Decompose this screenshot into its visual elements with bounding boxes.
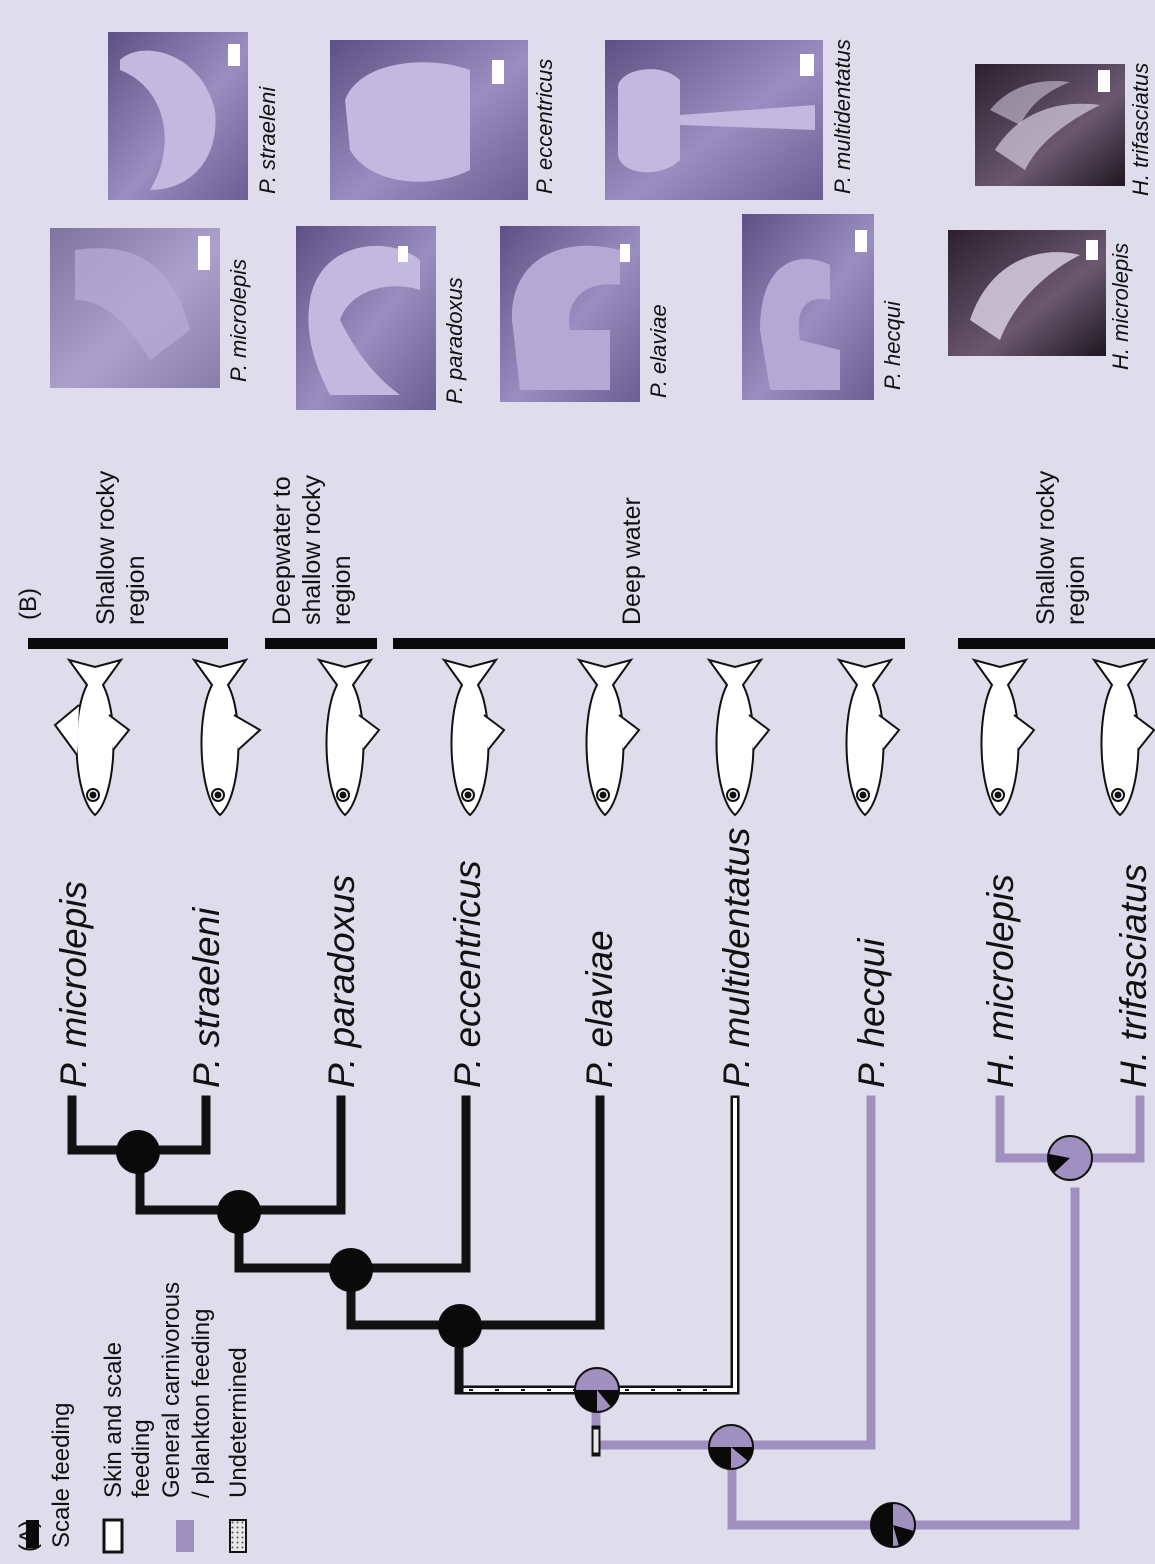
tooth-caption: P. hecqui: [880, 300, 905, 390]
node-pie-scale-2: [217, 1190, 261, 1234]
node-pie-scale-3: [329, 1248, 373, 1292]
branch-paradoxus: [239, 1100, 341, 1210]
habitat-bar: [265, 638, 377, 649]
fish-icon: [55, 660, 129, 815]
species-label: P. multidentatus: [716, 827, 757, 1088]
species-label: H. trifasciatus: [1113, 864, 1154, 1088]
legend-swatch-scale: [26, 1520, 39, 1548]
legend: Scale feeding Skin and scale feeding Gen…: [26, 1282, 252, 1552]
habitat-label: region: [122, 556, 150, 626]
tooth-photo-h-trifasciatus: [975, 64, 1125, 186]
branch-eccentricus: [351, 1100, 466, 1268]
species-label: P. straeleni: [186, 906, 227, 1088]
fish-icon: [974, 660, 1034, 815]
branch-node2: [732, 1445, 893, 1525]
legend-label-skin-2: feeding: [128, 1419, 155, 1498]
habitat-bar: [28, 638, 228, 649]
fish-icon: [839, 660, 899, 815]
habitat-labels: Shallow rocky region Deepwater to shallo…: [92, 470, 1090, 625]
node-pie-scale-1: [116, 1130, 160, 1174]
species-label: H. microlepis: [980, 874, 1021, 1088]
tooth-photo-h-microlepis: [948, 230, 1106, 356]
tooth-photo-p-hecqui: [742, 214, 874, 400]
fish-icon: [319, 660, 379, 815]
tooth-photo-p-multidentatus: [605, 40, 823, 200]
habitat-bar: [958, 638, 1155, 649]
fish-illustrations: [55, 660, 1154, 815]
tooth-caption: H. microlepis: [1108, 243, 1133, 370]
legend-label-skin-1: Skin and scale: [100, 1342, 127, 1498]
fish-icon: [1094, 660, 1154, 815]
tooth-photo-p-straeleni: [108, 32, 248, 200]
tooth-caption: P. eccentricus: [532, 59, 557, 194]
tooth-caption: H. trifasciatus: [1128, 63, 1153, 196]
habitat-label: shallow rocky: [298, 474, 326, 625]
habitat-bars: [28, 638, 1155, 649]
node-pie-mixed-1: [575, 1368, 619, 1412]
species-label: P. microlepis: [53, 881, 94, 1088]
legend-swatch-carn: [176, 1520, 194, 1552]
habitat-label: region: [1062, 556, 1090, 626]
species-labels: P. microlepis P. straeleni P. paradoxus …: [53, 827, 1154, 1088]
fish-icon: [444, 660, 504, 815]
tooth-photo-p-elaviae: [500, 226, 640, 402]
node-pie-scale-4: [438, 1304, 482, 1348]
branch-root: [893, 1192, 1075, 1525]
legend-label-undet: Undetermined: [225, 1347, 252, 1498]
habitat-bar: [393, 638, 905, 649]
fish-icon: [194, 660, 260, 815]
tooth-caption: P. multidentatus: [830, 39, 855, 194]
tooth-caption: P. paradoxus: [442, 277, 467, 404]
tooth-photos: P. microlepis P. straeleni P. paradoxus …: [50, 32, 1153, 410]
habitat-label: Shallow rocky: [92, 470, 120, 625]
legend-swatch-undet: [230, 1520, 246, 1552]
tooth-photo-p-eccentricus: [330, 40, 528, 200]
panel-b-label: (B): [15, 588, 42, 620]
fish-icon: [709, 660, 769, 815]
branch-elaviae: [459, 1100, 600, 1325]
species-label: P. elaviae: [579, 930, 620, 1088]
tooth-photo-p-microlepis: [50, 228, 220, 388]
legend-label-carn-2: / plankton feeding: [188, 1309, 215, 1498]
fish-icon: [579, 660, 639, 815]
node-pie-mixed-2: [709, 1425, 753, 1469]
tooth-caption: P. elaviae: [646, 304, 671, 398]
node-pie-mixed-root: [871, 1503, 915, 1547]
species-label: P. eccentricus: [447, 860, 488, 1088]
habitat-label: region: [328, 556, 356, 626]
species-label: P. hecqui: [851, 937, 892, 1088]
habitat-label: Deepwater to: [268, 476, 296, 625]
habitat-label: Shallow rocky: [1032, 470, 1060, 625]
legend-label-carn-1: General carnivorous: [158, 1282, 185, 1498]
tooth-caption: P. straeleni: [255, 86, 280, 194]
habitat-label: Deep water: [618, 497, 646, 625]
branch-hecqui: [732, 1100, 871, 1445]
legend-swatch-skin: [104, 1520, 122, 1552]
legend-label-scale: Scale feeding: [48, 1403, 75, 1548]
node-pie-h-clade: [1048, 1136, 1092, 1180]
tooth-caption: P. microlepis: [226, 259, 251, 382]
tooth-photo-p-paradoxus: [296, 226, 436, 410]
species-label: P. paradoxus: [321, 875, 362, 1088]
